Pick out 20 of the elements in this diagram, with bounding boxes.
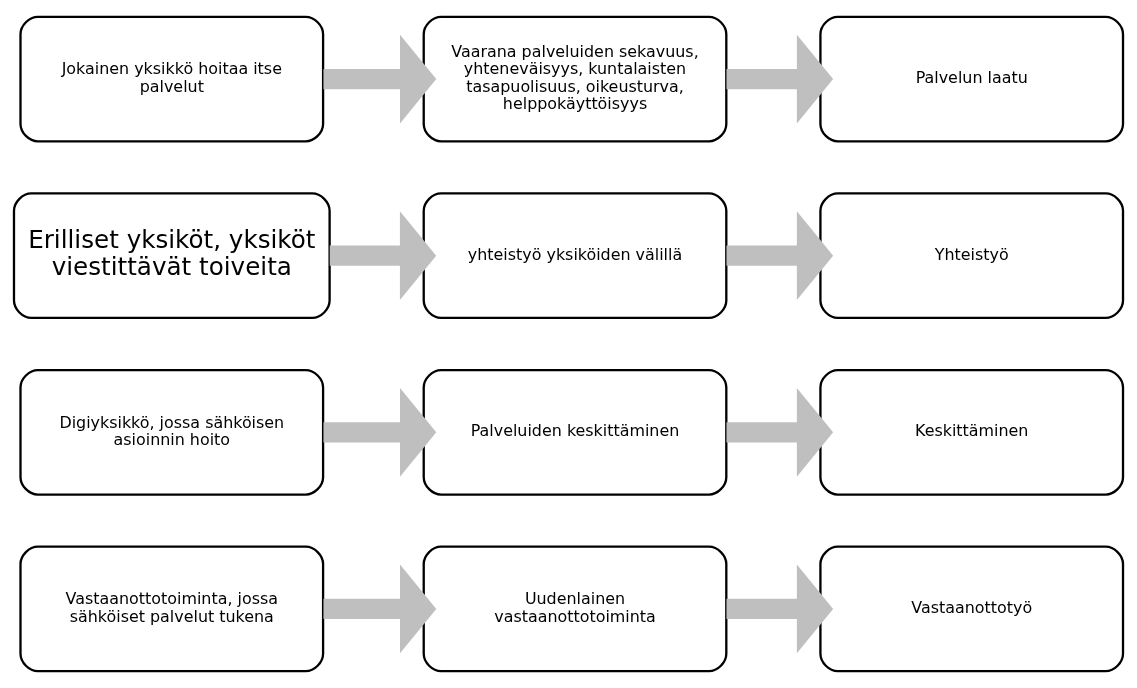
node-box: Vastaanottotoiminta, jossa sähköiset palvelut tukena [19,545,325,673]
arrow [329,211,437,301]
node-box: Uudenlainen vastaanottotoiminta [422,545,728,673]
arrow [726,387,834,477]
node-box: Vastaanottotyö [819,545,1125,673]
node-box: Digiyksikkö, jossa sähköisen asioinnin hoito [19,368,325,496]
node-box: yhteistyö yksiköiden välillä [422,192,728,320]
arrow [726,564,834,654]
arrow [323,564,437,654]
node-box: Keskittäminen [819,368,1125,496]
node-box: Palveluiden keskittäminen [422,368,728,496]
arrow [323,387,437,477]
node-box: Palvelun laatu [819,15,1125,143]
arrow [726,211,834,301]
node-box: Yhteistyö [819,192,1125,320]
arrow [323,34,437,124]
node-box: Erilliset yksiköt, yksiköt viestittävät toiveita [12,192,331,320]
arrow [726,34,834,124]
node-box: Jokainen yksikkö hoitaa itse palvelut [19,15,325,143]
node-box: Vaarana palveluiden sekavuus, yhteneväisyys, kuntalaisten tasapuolisuus, oikeusturva, helppokäyttöisyys [422,15,728,143]
